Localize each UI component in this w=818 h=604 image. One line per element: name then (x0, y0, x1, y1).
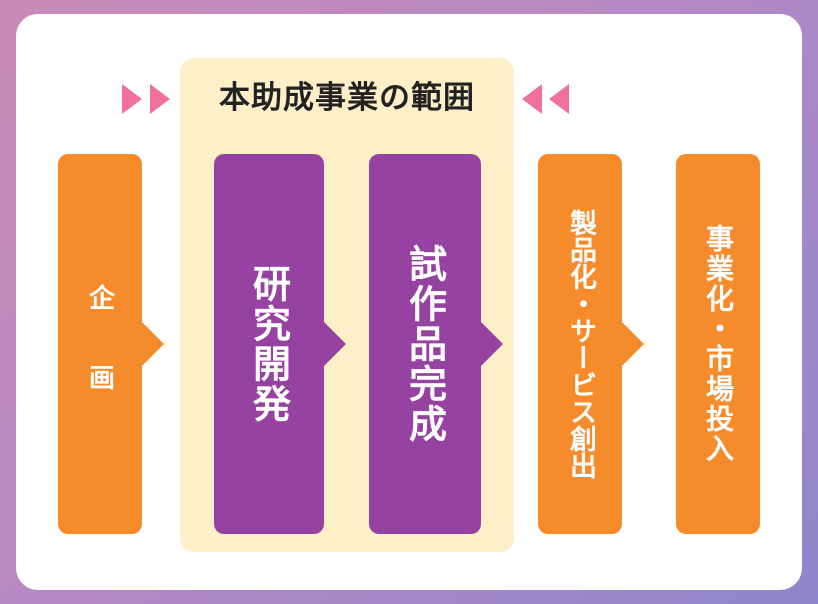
scope-marker-right-2-icon (549, 84, 569, 114)
step-arrow-icon (622, 322, 644, 366)
step-arrow-icon (142, 322, 164, 366)
scope-title: 本助成事業の範囲 (219, 80, 475, 116)
step-arrow-icon (324, 322, 346, 366)
scope-marker-left-2-icon (150, 84, 170, 114)
step-prototype: 試作品完成 (369, 154, 481, 534)
scope-marker-left-1-icon (122, 84, 142, 114)
step-planning-label: 企 画 (84, 284, 115, 404)
step-arrow-icon (481, 322, 503, 366)
scope-marker-right-1-icon (522, 84, 542, 114)
step-planning: 企 画 (58, 154, 142, 534)
step-commercialization-label: 事業化・市場投入 (702, 224, 735, 464)
step-productization: 製品化・サービス創出 (538, 154, 622, 534)
step-research-label: 研究開発 (246, 264, 291, 424)
step-commercialization: 事業化・市場投入 (676, 154, 760, 534)
step-prototype-label: 試作品完成 (402, 244, 447, 444)
step-productization-label: 製品化・サービス創出 (565, 209, 596, 479)
step-research: 研究開発 (214, 154, 324, 534)
